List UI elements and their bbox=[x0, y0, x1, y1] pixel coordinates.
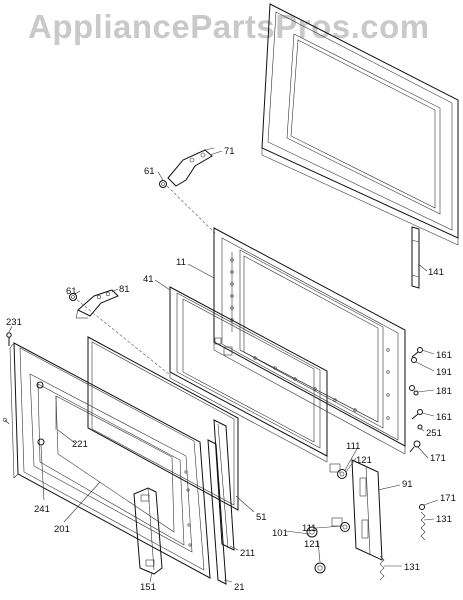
screw-161-bottom bbox=[411, 409, 423, 420]
label-111-upper: 111 bbox=[346, 441, 360, 452]
label-61-top: 61 bbox=[144, 166, 155, 177]
screw-61-top bbox=[159, 180, 216, 234]
label-111-lower: 111 bbox=[302, 523, 316, 534]
label-41: 41 bbox=[143, 274, 154, 285]
side-strip-21 bbox=[207, 439, 227, 585]
label-171-lower: 171 bbox=[440, 493, 456, 504]
label-81: 81 bbox=[119, 284, 130, 295]
label-161-bottom: 161 bbox=[436, 412, 452, 423]
watermark-text: AppliancePartsPros.com bbox=[28, 8, 430, 45]
side-strip-211 bbox=[213, 419, 235, 551]
label-71: 71 bbox=[224, 146, 235, 157]
inner-frame-11 bbox=[213, 227, 406, 455]
label-151: 151 bbox=[140, 582, 156, 593]
screw-161-top bbox=[411, 347, 423, 358]
label-121-upper: 121 bbox=[356, 455, 372, 466]
label-171-upper: 171 bbox=[430, 453, 446, 464]
spring-131-top bbox=[419, 504, 426, 541]
label-181: 181 bbox=[436, 386, 452, 397]
label-241: 241 bbox=[34, 504, 50, 515]
label-201: 201 bbox=[54, 524, 70, 535]
screw-231 bbox=[2, 332, 12, 425]
label-101: 101 bbox=[272, 528, 288, 539]
gasket-frame-41 bbox=[169, 286, 328, 463]
label-131-upper: 131 bbox=[436, 514, 452, 525]
screw-251 bbox=[417, 424, 423, 430]
hinge-strip-141 bbox=[411, 226, 420, 289]
hinge-assembly-91 bbox=[306, 459, 383, 574]
part-labels: 71 61 11 41 61 81 231 141 161 191 181 16… bbox=[6, 146, 456, 593]
label-141: 141 bbox=[428, 267, 444, 278]
label-51: 51 bbox=[256, 512, 267, 523]
label-211: 211 bbox=[240, 548, 255, 559]
front-door-frame-21 bbox=[9, 342, 211, 579]
outer-door-panel bbox=[261, 3, 459, 246]
label-121-lower: 121 bbox=[304, 539, 320, 550]
label-21: 21 bbox=[234, 582, 245, 593]
hinge-bracket-81 bbox=[75, 289, 119, 319]
washer-181 bbox=[409, 385, 419, 396]
label-191: 191 bbox=[436, 367, 452, 378]
hinge-bracket-71 bbox=[167, 147, 215, 187]
label-251: 251 bbox=[426, 428, 442, 439]
screw-171-upper bbox=[409, 440, 421, 453]
label-11: 11 bbox=[176, 257, 186, 268]
leader-lines bbox=[8, 150, 439, 583]
screw-61-left bbox=[69, 293, 171, 376]
label-231: 231 bbox=[6, 317, 22, 328]
label-61-left: 61 bbox=[66, 286, 77, 297]
washer-191 bbox=[411, 357, 417, 363]
spring-131-bottom bbox=[379, 555, 385, 581]
label-221: 221 bbox=[72, 439, 88, 450]
glass-panel-51 bbox=[87, 336, 239, 511]
label-131-lower: 131 bbox=[404, 562, 420, 573]
label-91: 91 bbox=[402, 479, 413, 490]
label-161-top: 161 bbox=[436, 350, 452, 361]
door-handle-151 bbox=[133, 487, 163, 575]
